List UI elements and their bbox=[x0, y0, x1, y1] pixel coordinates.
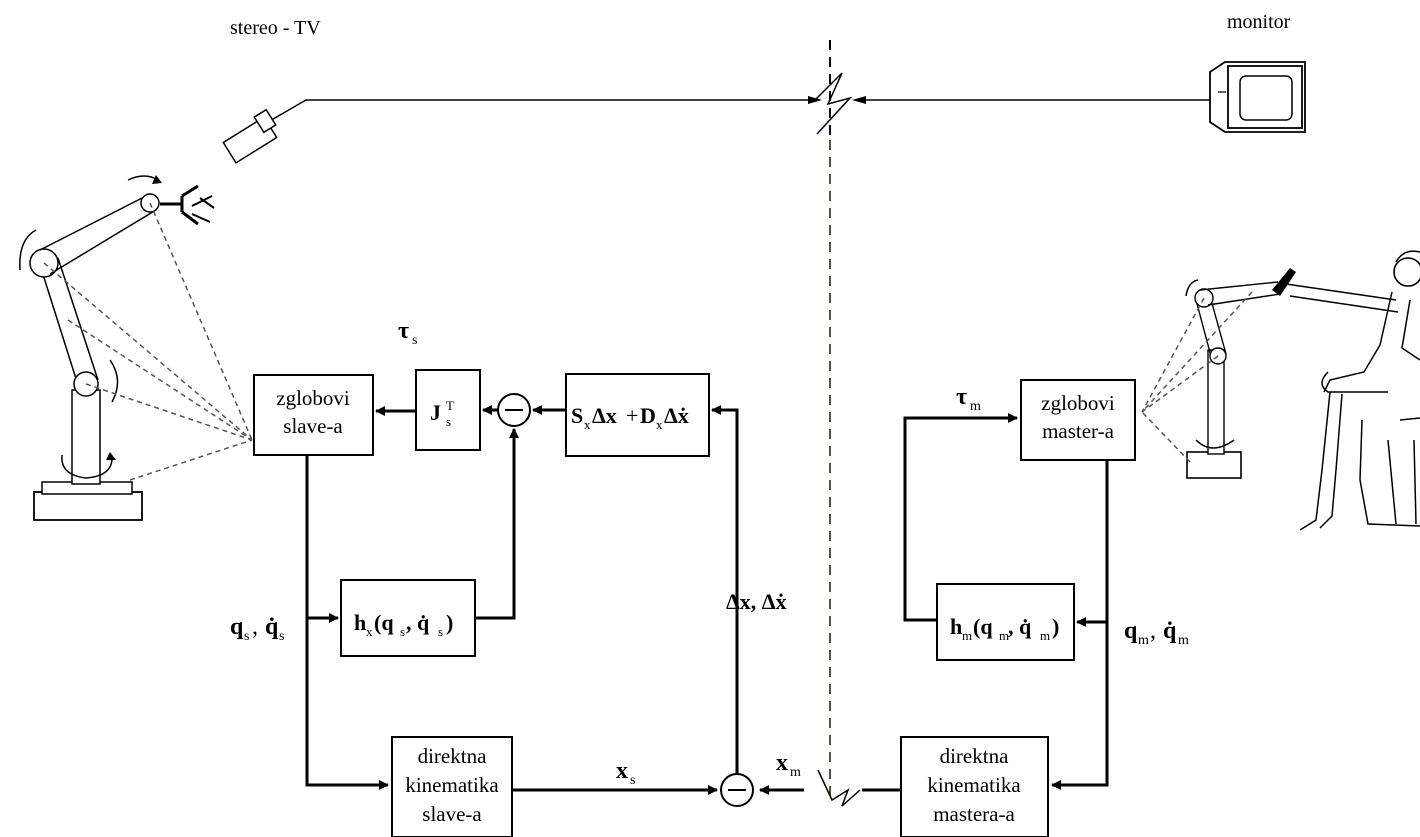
master-connections bbox=[759, 413, 1109, 807]
zglobovi-master-line2: master-a bbox=[1042, 419, 1115, 443]
tau-s-sub: s bbox=[412, 333, 417, 348]
dk-master-line2: kinematika bbox=[927, 773, 1021, 797]
stiffness-plus: + bbox=[626, 403, 638, 428]
qm-qd: q̇ bbox=[1163, 618, 1177, 644]
hm-close: ) bbox=[1052, 614, 1059, 639]
jacobian-sub: s bbox=[446, 414, 451, 429]
slave-robot-icon bbox=[19, 175, 253, 521]
operator-icon bbox=[1285, 250, 1420, 531]
xs-sym: x bbox=[616, 758, 628, 784]
stiffness-S: S bbox=[571, 403, 583, 428]
hx-args: (q bbox=[374, 610, 394, 635]
hx-close: ) bbox=[446, 610, 453, 635]
jacobian-sup: T bbox=[446, 398, 454, 413]
dk-master-line3: mastera-a bbox=[933, 802, 1015, 826]
qm-q-sub: m bbox=[1138, 633, 1149, 648]
tau-m-label: τ m bbox=[956, 384, 981, 414]
monitor-icon bbox=[1209, 61, 1306, 133]
delta-x-label: Δx, Δẋ bbox=[726, 589, 787, 614]
xm-sym: x bbox=[776, 750, 788, 776]
tau-m-sym: τ bbox=[956, 384, 967, 410]
summing-junction-bottom bbox=[720, 773, 754, 807]
dk-slave-line1: direktna bbox=[418, 744, 487, 768]
xs-sub: s bbox=[630, 773, 635, 788]
hm-sub: m bbox=[962, 628, 972, 643]
zglobovi-master-block: zglobovi master-a bbox=[1020, 379, 1136, 461]
hm-qdm-sub: m bbox=[1040, 628, 1050, 643]
master-robot-icon bbox=[1141, 268, 1296, 479]
jacobian-block: J T s bbox=[415, 369, 481, 451]
dk-slave-line2: kinematika bbox=[405, 773, 499, 797]
xm-sub: m bbox=[790, 765, 801, 780]
damping-ddx: Δẋ bbox=[664, 403, 689, 428]
hx-qs-sub: s bbox=[400, 624, 405, 639]
zglobovi-slave-line2: slave-a bbox=[283, 414, 343, 438]
qm-comma: , bbox=[1150, 618, 1156, 644]
qs-qd: q̇ bbox=[265, 614, 279, 640]
damping-D-sub: x bbox=[656, 417, 663, 432]
damping-D: D bbox=[640, 403, 656, 428]
xm-label: x m bbox=[776, 750, 801, 780]
qs-qd-sub: s bbox=[279, 629, 284, 644]
dk-slave-line3: slave-a bbox=[422, 802, 482, 826]
monitor-label: monitor bbox=[1227, 11, 1291, 33]
qs-comma: , bbox=[252, 614, 258, 640]
qm-label: q m , q̇ m bbox=[1124, 618, 1189, 648]
tau-m-sub: m bbox=[970, 399, 981, 414]
hm-comma: , q̇ bbox=[1008, 614, 1032, 639]
camera-icon bbox=[222, 108, 278, 164]
dk-master-block: direktna kinematika mastera-a bbox=[900, 736, 1049, 837]
dk-master-line1: direktna bbox=[940, 744, 1009, 768]
hx-comma: , q̇ bbox=[406, 610, 430, 635]
video-link bbox=[267, 72, 1210, 135]
tau-s-sym: τ bbox=[398, 318, 409, 344]
qm-q: q bbox=[1124, 618, 1138, 644]
tau-s-label: τ s bbox=[398, 318, 417, 348]
qm-qd-sub: m bbox=[1178, 633, 1189, 648]
slave-connections bbox=[305, 405, 739, 795]
zglobovi-slave-line1: zglobovi bbox=[276, 386, 350, 410]
stereo-tv-label: stereo - TV bbox=[230, 17, 321, 39]
zglobovi-master-line1: zglobovi bbox=[1041, 391, 1115, 415]
qs-q: q bbox=[230, 614, 244, 640]
summing-junction-top bbox=[497, 393, 531, 427]
hm-block: h m (q m , q̇ m ) bbox=[936, 583, 1075, 661]
hm-qm-sub: m bbox=[999, 628, 1009, 643]
hx-h: h bbox=[354, 610, 366, 635]
stiffness-S-sub: x bbox=[584, 417, 591, 432]
hx-block: h x (q s , q̇ s ) bbox=[340, 579, 476, 657]
qs-q-sub: s bbox=[244, 629, 249, 644]
hm-h: h bbox=[950, 614, 962, 639]
dk-slave-block: direktna kinematika slave-a bbox=[391, 736, 513, 837]
hx-qds-sub: s bbox=[438, 624, 443, 639]
hx-sub: x bbox=[366, 624, 373, 639]
qs-label: q s , q̇ s bbox=[230, 614, 284, 644]
hm-args: (q bbox=[973, 614, 993, 639]
zglobovi-slave-block: zglobovi slave-a bbox=[253, 374, 374, 456]
jacobian-base: J bbox=[430, 400, 441, 425]
stiffness-damping-block: S x Δx + D x Δẋ bbox=[565, 373, 710, 457]
stiffness-dx: Δx bbox=[592, 403, 617, 428]
xs-label: x s bbox=[616, 758, 635, 788]
